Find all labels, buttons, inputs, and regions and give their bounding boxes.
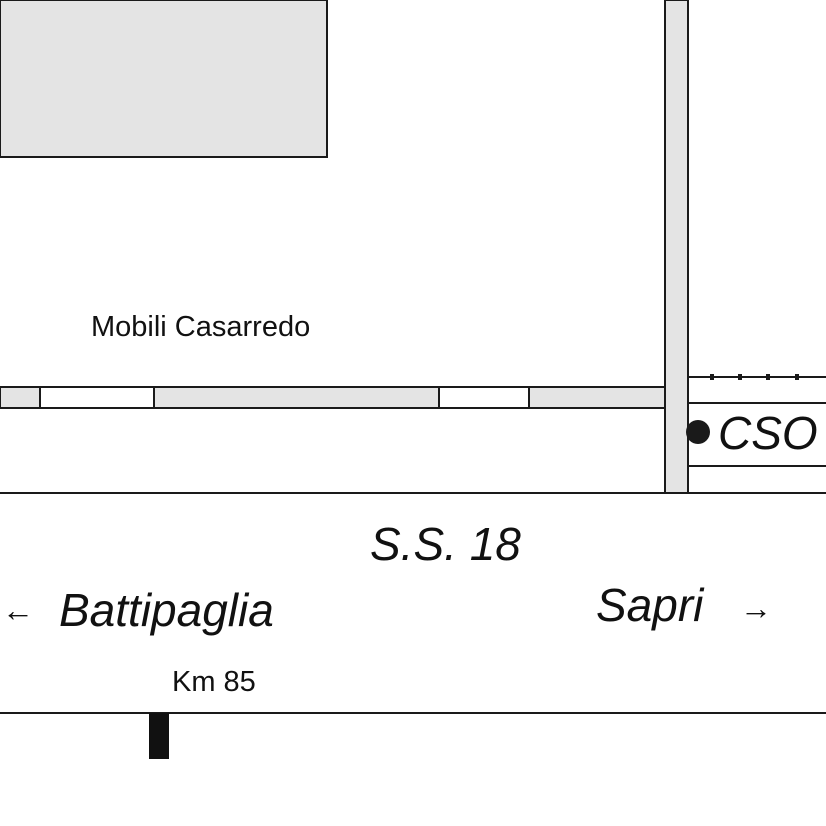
km-label: Km 85 xyxy=(172,666,256,698)
poi-label: Mobili Casarredo xyxy=(91,311,311,343)
direction-east-label: Sapri xyxy=(596,579,704,631)
direction-west-label: Battipaglia xyxy=(59,584,274,636)
location-marker xyxy=(686,420,710,444)
street-label-cso: CSO xyxy=(718,407,818,459)
main-road-edges xyxy=(0,492,826,714)
side-road xyxy=(664,0,689,494)
arrow-right-icon: → xyxy=(740,590,772,626)
arrow-left-icon: ← xyxy=(2,592,34,628)
right-street-ticks xyxy=(710,374,799,380)
building-block xyxy=(0,0,328,158)
road-label: S.S. 18 xyxy=(370,518,521,570)
km-post-marker xyxy=(149,713,169,759)
sidewalk-strip xyxy=(0,386,666,409)
